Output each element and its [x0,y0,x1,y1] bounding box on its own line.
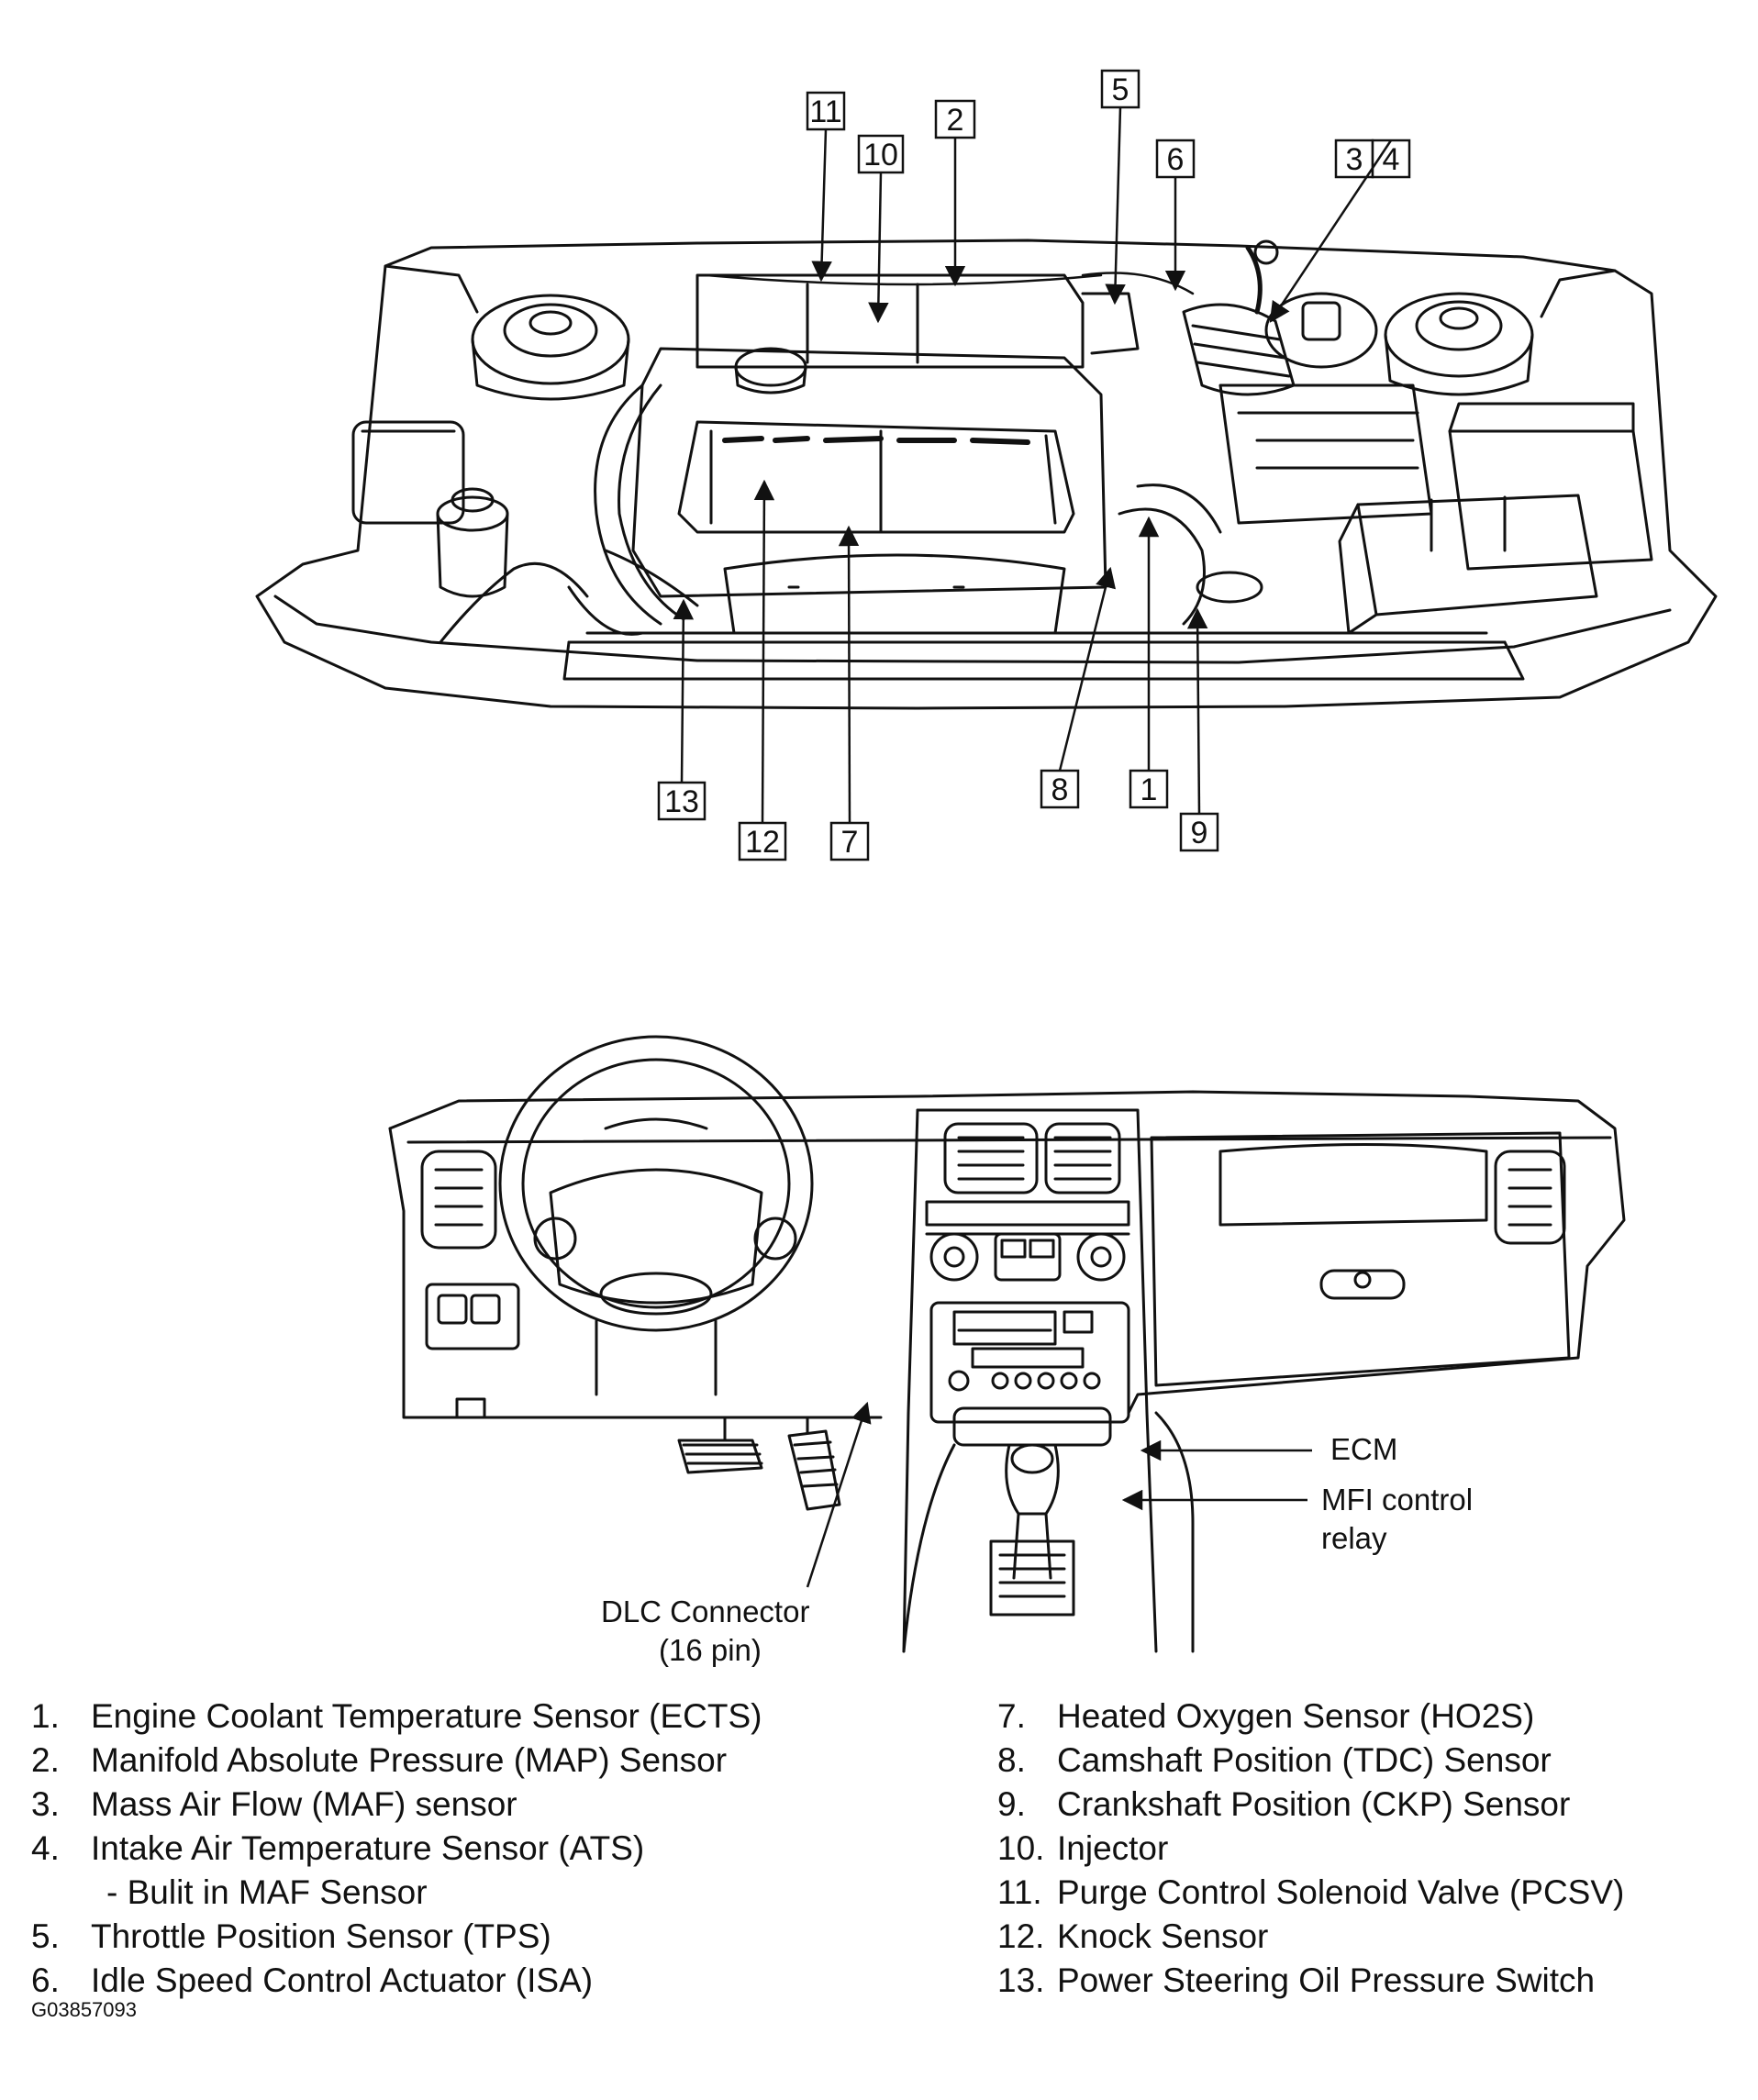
engine-callouts: 11 2 10 5 6 3 4 13 12 7 8 1 9 [657,69,1411,861]
callout-11: 11 [809,94,841,129]
callout-3: 3 [1346,142,1363,177]
dashboard-arrows [806,1401,1312,1588]
callout-7: 7 [841,825,859,860]
callout-10: 10 [863,138,898,172]
legend-item: 13.Power Steering Oil Pressure Switch [997,1961,1596,1999]
dashboard-drawing [388,1035,1626,1653]
legend-item-note: - Bulit in MAF Sensor [106,1873,428,1911]
legend-item: 4.Intake Air Temperature Sensor (ATS) [31,1829,645,1867]
legend-item: 1.Engine Coolant Temperature Sensor (ECT… [31,1697,762,1735]
dlc-connector-label-line2: (16 pin) [659,1633,762,1667]
legend-right: 7.Heated Oxygen Sensor (HO2S) 8.Camshaft… [997,1694,1624,2003]
legend-item: 8.Camshaft Position (TDC) Sensor [997,1741,1552,1779]
legend-item: 6.Idle Speed Control Actuator (ISA) [31,1961,594,1999]
callout-9: 9 [1191,816,1208,850]
engine-bay-drawing [255,239,1718,710]
callout-13: 13 [664,784,699,819]
callout-5: 5 [1112,72,1129,107]
legend-item: 7.Heated Oxygen Sensor (HO2S) [997,1697,1535,1735]
callout-8: 8 [1051,772,1069,807]
legend-item: 10.Injector [997,1829,1169,1867]
legend-item: 11.Purge Control Solenoid Valve (PCSV) [997,1873,1625,1911]
callout-4: 4 [1383,142,1400,177]
callout-2: 2 [947,103,964,138]
callout-1: 1 [1140,772,1158,807]
figure-id: G03857093 [31,1998,137,2021]
callout-6: 6 [1167,142,1185,177]
legend-item: 9.Crankshaft Position (CKP) Sensor [997,1785,1571,1823]
mfi-relay-label-line1: MFI control [1321,1483,1474,1517]
legend-item: 12.Knock Sensor [997,1917,1269,1955]
legend-item: 3.Mass Air Flow (MAF) sensor [31,1785,517,1823]
mfi-relay-label-line2: relay [1321,1521,1387,1555]
callout-12: 12 [745,825,780,860]
ecm-label: ECM [1330,1432,1398,1466]
dlc-connector-label-line1: DLC Connector [601,1594,810,1628]
legend-item: 5.Throttle Position Sensor (TPS) [31,1917,551,1955]
legend-item: 2.Manifold Absolute Pressure (MAP) Senso… [31,1741,728,1779]
legend-left: 1.Engine Coolant Temperature Sensor (ECT… [31,1694,762,2003]
